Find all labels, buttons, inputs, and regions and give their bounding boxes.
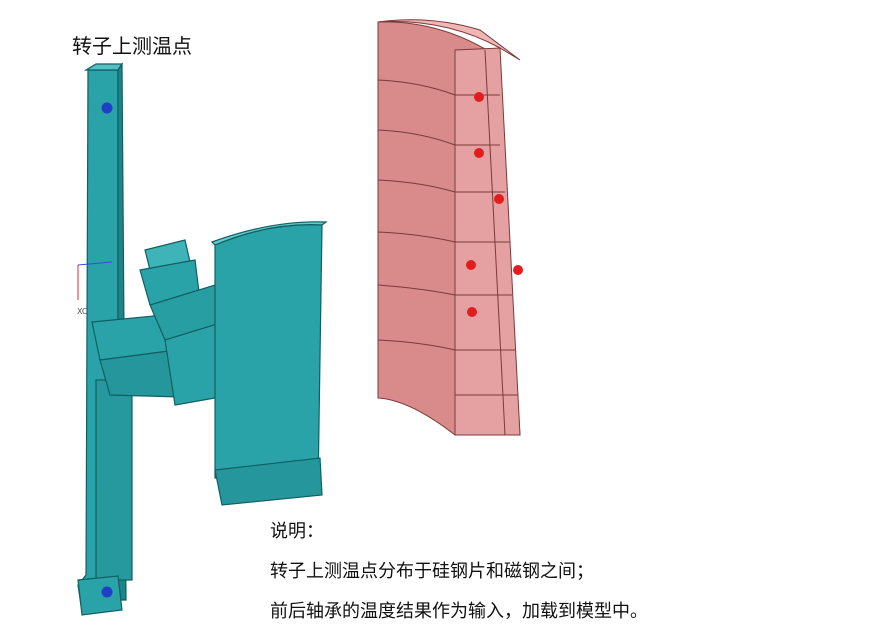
rotor-temp-point [466,260,476,270]
axis-triad: XC [77,261,113,316]
notes-line-1: 转子上测温点分布于硅钢片和磁钢之间； [270,561,594,582]
shaft-temp-point-top [101,102,113,114]
axis-triad-label: XC [77,307,88,316]
rotor-temp-point [467,307,477,317]
figure-title: 转子上测温点 [72,34,192,58]
notes-block: 说明： 转子上测温点分布于硅钢片和磁钢之间； 前后轴承的温度结果作为输入，加载到… [270,512,648,632]
teal-shaft-model [77,62,328,616]
rotor-temp-point [474,148,484,158]
rotor-temp-point [474,92,484,102]
shaft-temp-point-bottom [101,586,113,598]
rotor-temp-points [466,92,523,317]
rotor-temp-point [513,265,523,275]
notes-heading: 说明： [270,521,324,542]
pink-rotor-model [377,19,521,436]
notes-line-2: 前后轴承的温度结果作为输入，加载到模型中。 [270,601,648,622]
rotor-temp-point [494,194,504,204]
